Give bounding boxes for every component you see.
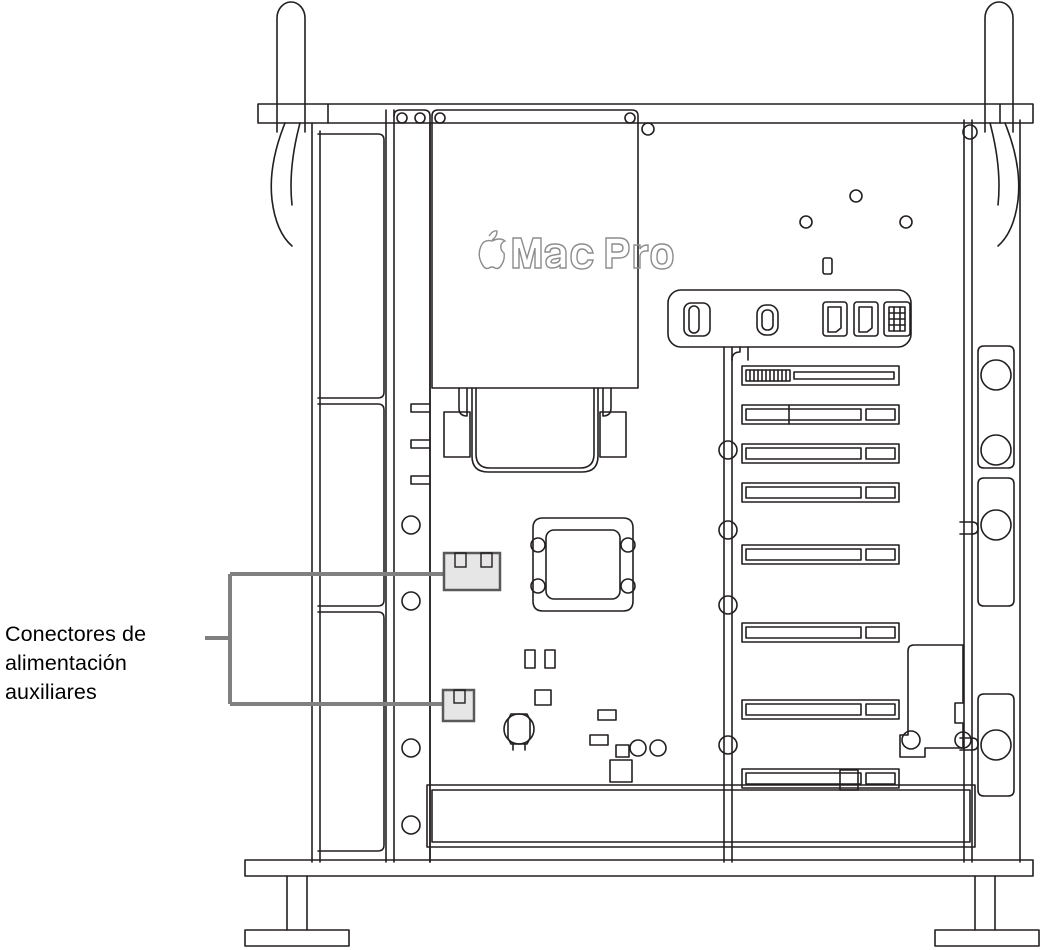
left-rail	[393, 109, 431, 863]
apple-logo-icon	[478, 230, 507, 270]
pci-slot-5	[741, 544, 900, 565]
installed-pci-card	[899, 644, 972, 758]
pci-slot-2	[741, 404, 900, 425]
cpu-socket	[530, 517, 636, 612]
pci-slot-4	[741, 482, 900, 503]
pci-slot-8	[741, 768, 900, 789]
pci-slot-1	[741, 365, 900, 386]
callout-leader-line	[205, 572, 450, 706]
lower-aux-power-connector	[441, 688, 476, 723]
power-supply-module	[443, 387, 627, 473]
chassis-legs	[270, 122, 1020, 247]
pci-slots	[741, 365, 900, 789]
foot-bottom-right	[934, 875, 1040, 947]
pci-slot-6	[741, 622, 900, 643]
pci-slot-3	[741, 443, 900, 464]
rail-bottom	[244, 859, 1034, 877]
logic-board	[426, 122, 976, 863]
board-screw-holes	[641, 122, 978, 275]
handle-top-left	[276, 1, 306, 133]
callout-label-aux-power-connectors: Conectores de alimentación auxiliares	[5, 622, 147, 704]
left-panel-strips	[317, 133, 385, 852]
upper-aux-power-connector	[442, 551, 502, 592]
pci-slot-7	[741, 699, 900, 720]
wordmark-text	[512, 237, 674, 270]
handle-top-right	[984, 1, 1014, 133]
power-supply-panel	[431, 109, 639, 389]
io-port-panel	[667, 289, 912, 361]
pci-slot-rail	[718, 346, 741, 863]
board-components	[503, 649, 859, 791]
right-rail	[959, 119, 1021, 863]
foot-bottom-left	[244, 875, 350, 947]
